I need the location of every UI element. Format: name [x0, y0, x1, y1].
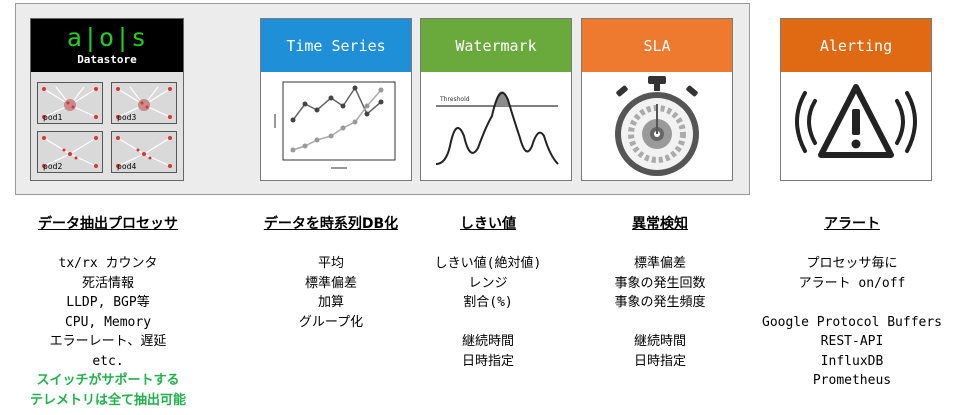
pod-label: pod2 [43, 162, 63, 171]
highlight-note: スイッチがサポートする [36, 373, 180, 388]
list-item: プロセッサ毎に [806, 256, 898, 271]
list-item: 標準偏差 [633, 256, 687, 271]
aos-logo: a|o|s [66, 23, 148, 52]
datastore-card: a|o|s Datastore pod1 pod3 pod2 pod4 [30, 18, 184, 181]
anomaly-title: 異常検知 [632, 216, 688, 232]
pod-thumbnail: pod2 [37, 131, 103, 173]
list-item: 継続時間 [633, 334, 687, 349]
list-item: Google Protocol Buffers [761, 314, 943, 330]
list-item: 日時指定 [633, 353, 687, 369]
alerting-header: Alerting [781, 19, 931, 72]
pod-thumbnail: pod1 [37, 82, 103, 124]
timeseries-lines: 平均 標準偏差 加算 グループ化 [299, 254, 363, 332]
list-item: 標準偏差 [304, 275, 358, 291]
datastore-header: a|o|s Datastore [31, 19, 183, 72]
threshold-title: しきい値 [460, 216, 516, 232]
anomaly-lines: 標準偏差 事象の発生回数 事象の発生頻度 継続時間 日時指定 [614, 254, 705, 371]
alerting-card: Alerting [780, 18, 932, 181]
datastore-subtitle: Datastore [77, 53, 137, 66]
list-item: LLDP, BGP等 [66, 295, 150, 310]
list-item: REST-API [820, 334, 884, 349]
time-series-card: Time Series [260, 18, 412, 181]
processor-lines: tx/rx カウンタ 死活情報 LLDP, BGP等 CPU, Memory エ… [30, 254, 186, 410]
processor-title: データ抽出プロセッサ [38, 216, 178, 232]
alert-title: アラート [824, 216, 880, 232]
pod-topology-icon [42, 86, 98, 119]
sla-header: SLA [582, 19, 732, 72]
watermark-card: Watermark Threshold [420, 18, 572, 181]
list-item: etc. [92, 353, 124, 369]
highlight-note: テレメトリは全て抽出可能 [29, 392, 187, 408]
list-item: 割合(%) [463, 295, 513, 310]
pod-label: pod1 [43, 113, 63, 122]
list-item: アラート on/off [798, 275, 906, 291]
list-item [435, 313, 542, 333]
pod-thumbnail: pod3 [111, 82, 177, 124]
list-item: CPU, Memory [64, 314, 152, 330]
list-item: グループ化 [298, 314, 364, 330]
list-item: しきい値(絶対値) [434, 256, 542, 271]
list-item: 継続時間 [461, 334, 514, 349]
pod-topology-icon [116, 136, 172, 168]
list-item: 日時指定 [461, 353, 514, 369]
list-item: エラーレート、遅延 [49, 334, 167, 349]
list-item: 事象の発生回数 [614, 275, 706, 291]
time-series-header: Time Series [261, 19, 411, 72]
timeseries-title: データを時系列DB化 [263, 216, 399, 232]
alert-warning-icon [795, 84, 917, 158]
list-item: 加算 [317, 295, 345, 310]
list-item: Prometheus [812, 373, 892, 388]
sla-card: SLA [581, 18, 733, 181]
line-chart-icon [274, 81, 396, 169]
list-item: tx/rx カウンタ [58, 256, 158, 271]
pod-topology-icon [116, 86, 172, 119]
watermark-header: Watermark [421, 19, 571, 72]
list-item [614, 313, 705, 333]
pod-thumbnail: pod4 [111, 131, 177, 173]
list-item: 事象の発生頻度 [614, 295, 706, 310]
watermark-graph-icon: Threshold [435, 91, 559, 165]
stopwatch-icon [615, 76, 699, 176]
list-item: レンジ [468, 275, 508, 291]
pod-label: pod4 [117, 162, 137, 171]
pod-topology-icon [42, 136, 98, 168]
threshold-lines: しきい値(絶対値) レンジ 割合(%) 継続時間 日時指定 [435, 254, 542, 371]
threshold-label: Threshold [439, 96, 470, 103]
list-item: 平均 [317, 256, 345, 271]
list-item: InfluxDB [820, 353, 884, 369]
pod-label: pod3 [117, 113, 137, 122]
alert-lines: プロセッサ毎に アラート on/off Google Protocol Buff… [762, 254, 942, 391]
list-item [762, 293, 942, 313]
list-item: 死活情報 [81, 275, 135, 291]
